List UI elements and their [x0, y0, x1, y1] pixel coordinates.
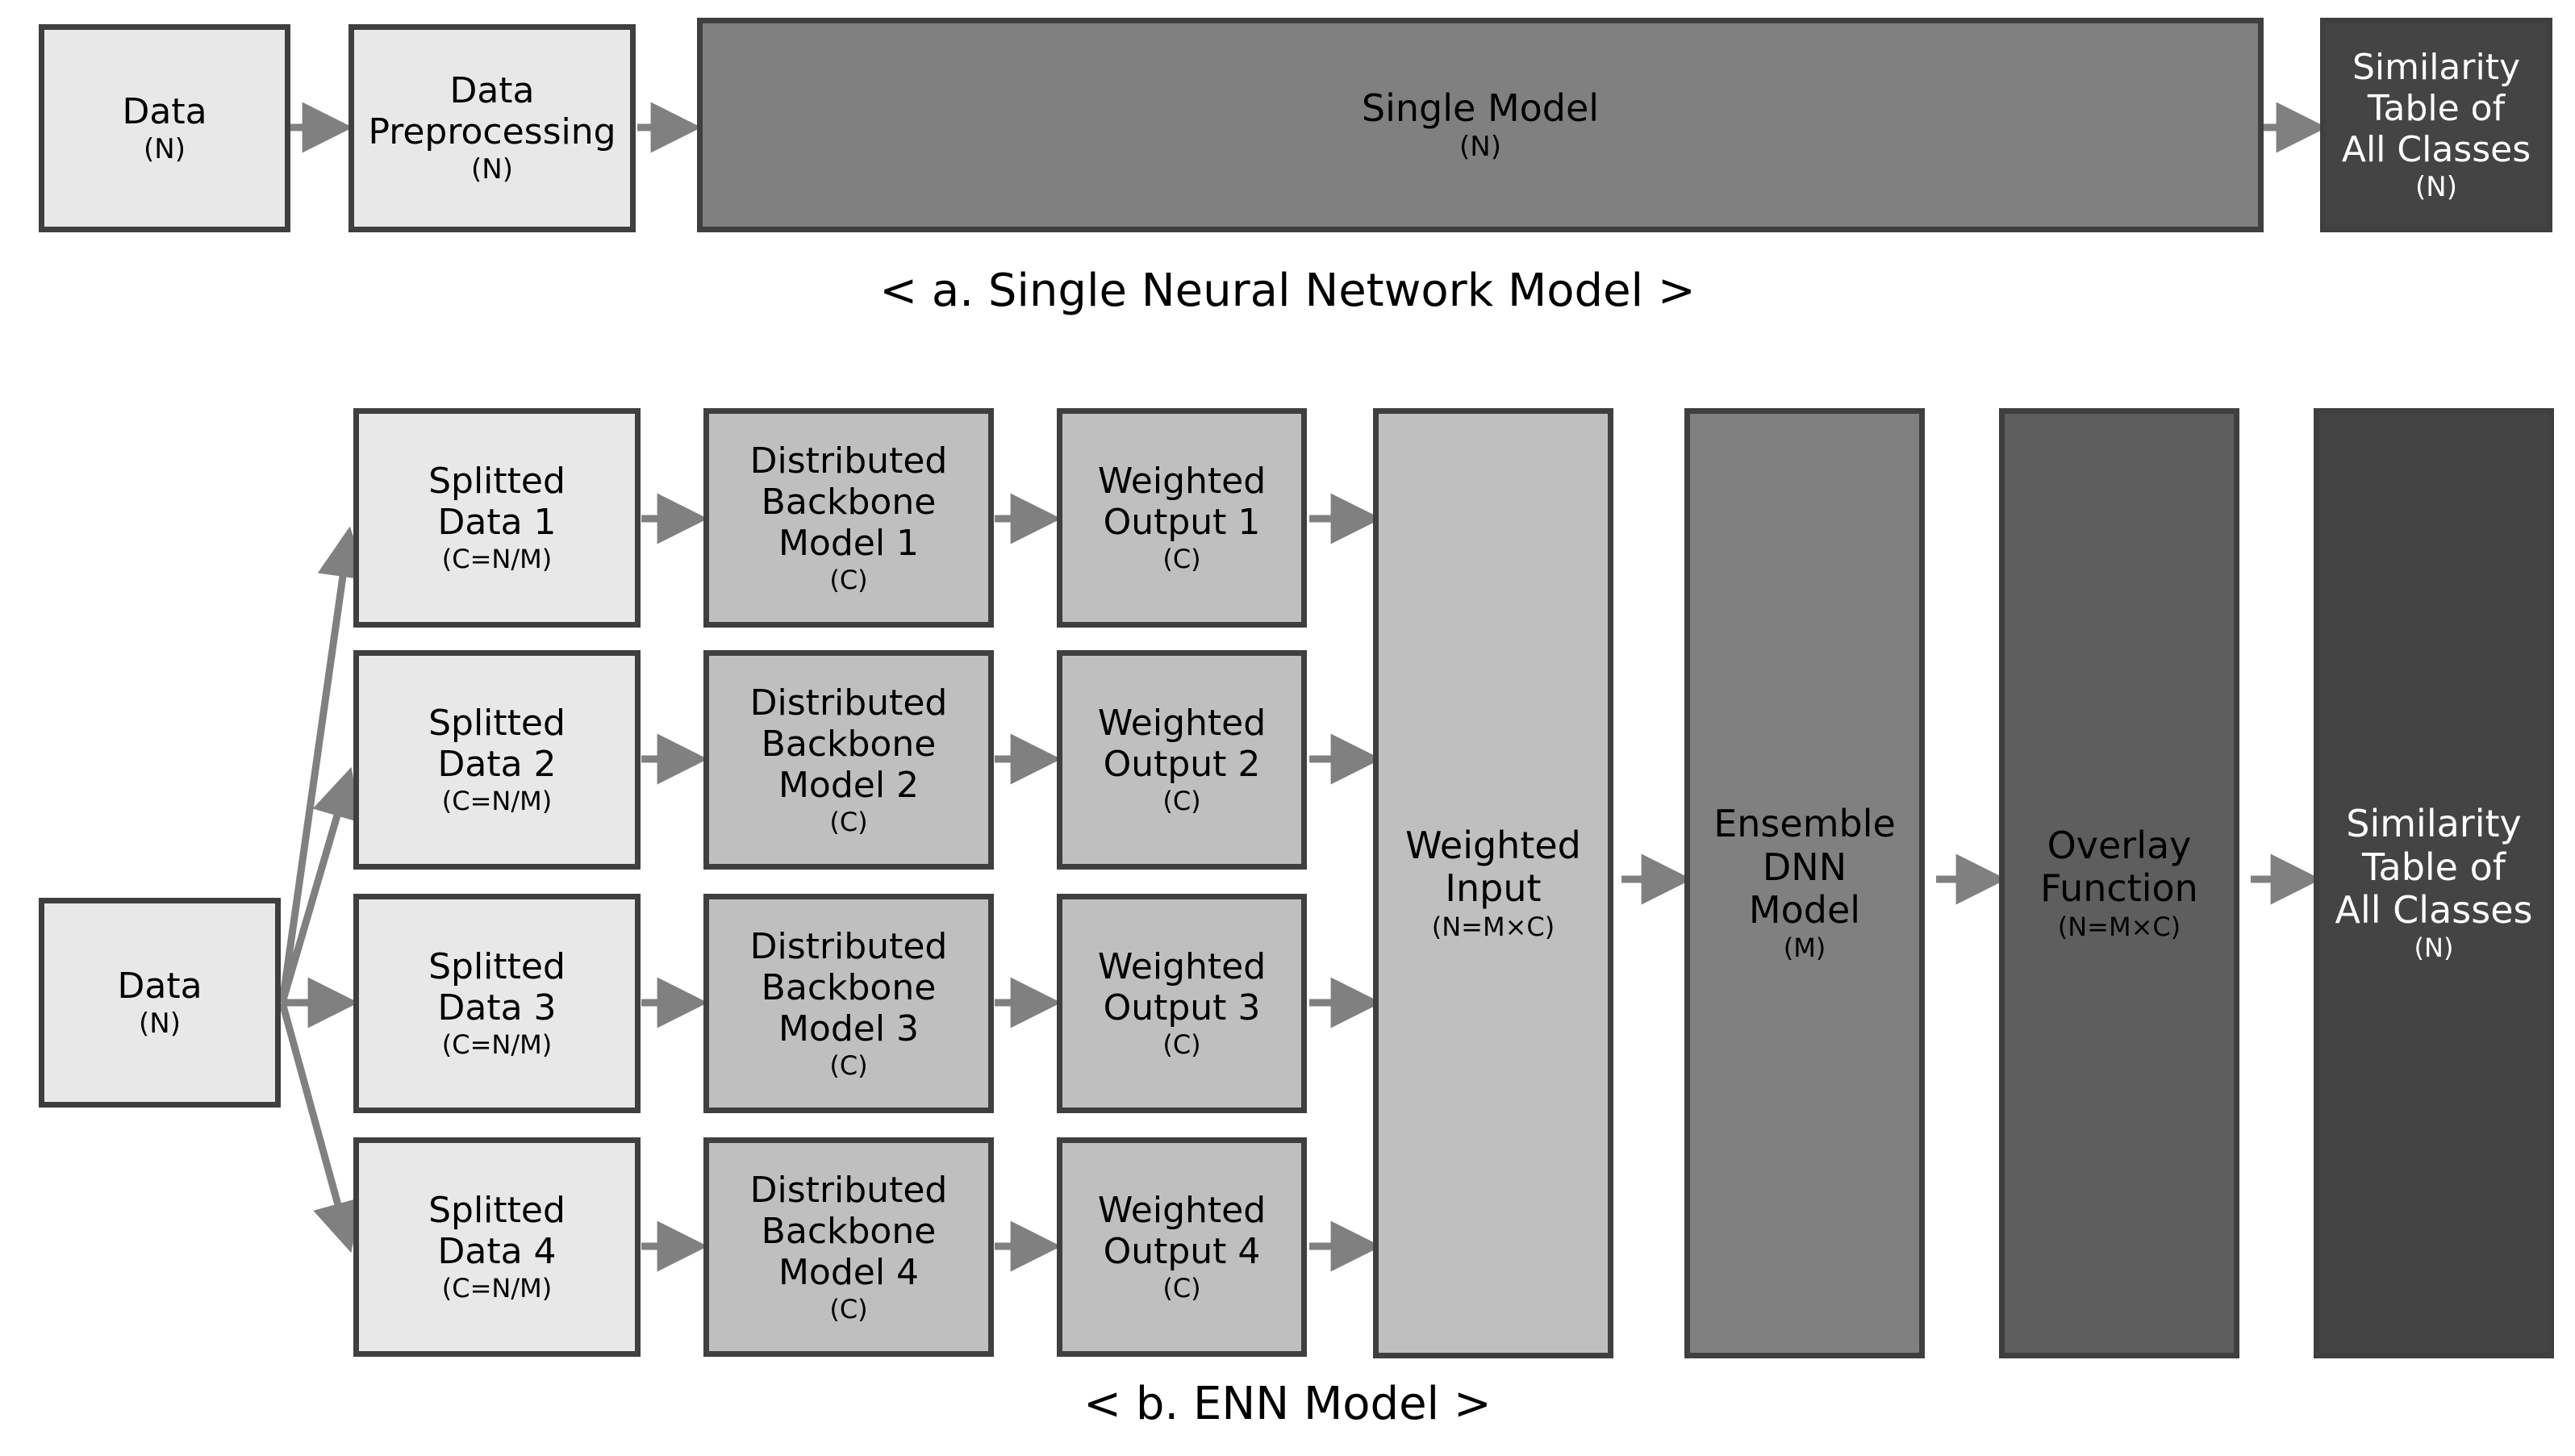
- node-b-similarity-table-sublabel: (N): [2414, 932, 2454, 964]
- node-b-splitted-data-2-label: Splitted Data 2: [428, 703, 565, 786]
- arrow-b-data-to-split-4: [278, 1001, 362, 1254]
- node-b-weighted-output-2[interactable]: Weighted Output 2 (C): [1057, 650, 1307, 870]
- node-b-overlay-function-sublabel: (N=M×C): [2057, 911, 2181, 942]
- node-b-weighted-output-1-label: Weighted Output 1: [1097, 461, 1267, 544]
- node-a-data[interactable]: Data (N): [39, 24, 290, 232]
- node-b-splitted-data-2-sublabel: (C=N/M): [441, 786, 553, 817]
- node-b-weighted-input-label: Weighted Input: [1405, 824, 1581, 911]
- node-b-backbone-model-4-label: Distributed Backbone Model 4: [749, 1169, 948, 1293]
- node-b-backbone-model-3[interactable]: Distributed Backbone Model 3 (C): [703, 894, 994, 1113]
- node-b-overlay-function-label: Overlay Function: [2040, 824, 2198, 911]
- node-a-data-preprocessing-label: Data Preprocessing: [368, 70, 616, 153]
- node-b-ensemble-dnn-model-sublabel: (M): [1783, 932, 1826, 964]
- caption-section-b: < b. ENN Model >: [1083, 1378, 1492, 1430]
- node-b-backbone-model-4-sublabel: (C): [829, 1293, 868, 1325]
- node-b-weighted-output-2-label: Weighted Output 2: [1097, 703, 1267, 786]
- node-a-single-model-sublabel: (N): [1459, 130, 1501, 163]
- node-a-data-sublabel: (N): [144, 132, 186, 165]
- node-b-splitted-data-3-sublabel: (C=N/M): [441, 1029, 553, 1061]
- node-b-weighted-input[interactable]: Weighted Input (N=M×C): [1373, 408, 1613, 1358]
- node-b-splitted-data-4-label: Splitted Data 4: [428, 1190, 565, 1273]
- node-b-backbone-model-1-sublabel: (C): [829, 564, 868, 595]
- node-b-backbone-model-1[interactable]: Distributed Backbone Model 1 (C): [703, 408, 994, 628]
- node-b-weighted-output-1[interactable]: Weighted Output 1 (C): [1057, 408, 1307, 628]
- node-b-splitted-data-3[interactable]: Splitted Data 3 (C=N/M): [353, 894, 641, 1113]
- node-b-weighted-output-3-label: Weighted Output 3: [1097, 946, 1267, 1029]
- node-b-data-label: Data: [117, 965, 202, 1007]
- caption-section-a: < a. Single Neural Network Model >: [879, 265, 1696, 317]
- node-b-weighted-output-2-sublabel: (C): [1162, 786, 1201, 817]
- node-a-single-model-label: Single Model: [1361, 86, 1600, 130]
- node-b-weighted-output-1-sublabel: (C): [1162, 544, 1201, 575]
- node-b-backbone-model-2[interactable]: Distributed Backbone Model 2 (C): [703, 650, 994, 870]
- node-b-weighted-output-4-sublabel: (C): [1162, 1273, 1201, 1304]
- node-b-weighted-output-4[interactable]: Weighted Output 4 (C): [1057, 1137, 1307, 1357]
- node-b-data-sublabel: (N): [139, 1007, 181, 1040]
- node-b-similarity-table-label: Similarity Table of All Classes: [2335, 802, 2533, 932]
- node-a-similarity-table-label: Similarity Table of All Classes: [2341, 46, 2531, 170]
- node-b-ensemble-dnn-model-label: Ensemble DNN Model: [1713, 802, 1896, 932]
- node-b-weighted-output-4-label: Weighted Output 4: [1097, 1190, 1267, 1273]
- node-a-similarity-table[interactable]: Similarity Table of All Classes (N): [2320, 18, 2552, 232]
- node-a-data-preprocessing-sublabel: (N): [471, 153, 513, 186]
- node-b-splitted-data-4[interactable]: Splitted Data 4 (C=N/M): [353, 1137, 641, 1357]
- node-b-overlay-function[interactable]: Overlay Function (N=M×C): [1999, 408, 2239, 1358]
- node-a-data-preprocessing[interactable]: Data Preprocessing (N): [348, 24, 636, 232]
- node-b-splitted-data-1-sublabel: (C=N/M): [441, 544, 553, 575]
- arrow-b-data-to-split-2: [278, 766, 362, 1004]
- node-b-backbone-model-1-label: Distributed Backbone Model 1: [749, 440, 948, 564]
- node-b-ensemble-dnn-model[interactable]: Ensemble DNN Model (M): [1684, 408, 1925, 1358]
- node-b-data[interactable]: Data (N): [39, 898, 281, 1108]
- node-b-splitted-data-1[interactable]: Splitted Data 1 (C=N/M): [353, 408, 641, 628]
- node-b-backbone-model-2-sublabel: (C): [829, 806, 868, 837]
- node-b-backbone-model-4[interactable]: Distributed Backbone Model 4 (C): [703, 1137, 994, 1357]
- node-b-backbone-model-3-sublabel: (C): [829, 1049, 868, 1081]
- node-b-splitted-data-1-label: Splitted Data 1: [428, 461, 565, 544]
- node-b-splitted-data-2[interactable]: Splitted Data 2 (C=N/M): [353, 650, 641, 870]
- node-a-single-model[interactable]: Single Model (N): [697, 18, 2264, 232]
- node-b-weighted-output-3-sublabel: (C): [1162, 1029, 1201, 1061]
- arrow-b-data-to-split-1: [278, 526, 369, 1003]
- node-b-splitted-data-3-label: Splitted Data 3: [428, 946, 565, 1029]
- node-a-similarity-table-sublabel: (N): [2415, 170, 2457, 203]
- node-a-data-label: Data: [122, 90, 207, 132]
- node-b-weighted-input-sublabel: (N=M×C): [1431, 911, 1555, 942]
- node-b-splitted-data-4-sublabel: (C=N/M): [441, 1273, 553, 1304]
- node-b-weighted-output-3[interactable]: Weighted Output 3 (C): [1057, 894, 1307, 1113]
- node-b-backbone-model-3-label: Distributed Backbone Model 3: [749, 925, 948, 1049]
- node-b-backbone-model-2-label: Distributed Backbone Model 2: [749, 682, 948, 806]
- node-b-similarity-table[interactable]: Similarity Table of All Classes (N): [2314, 408, 2554, 1358]
